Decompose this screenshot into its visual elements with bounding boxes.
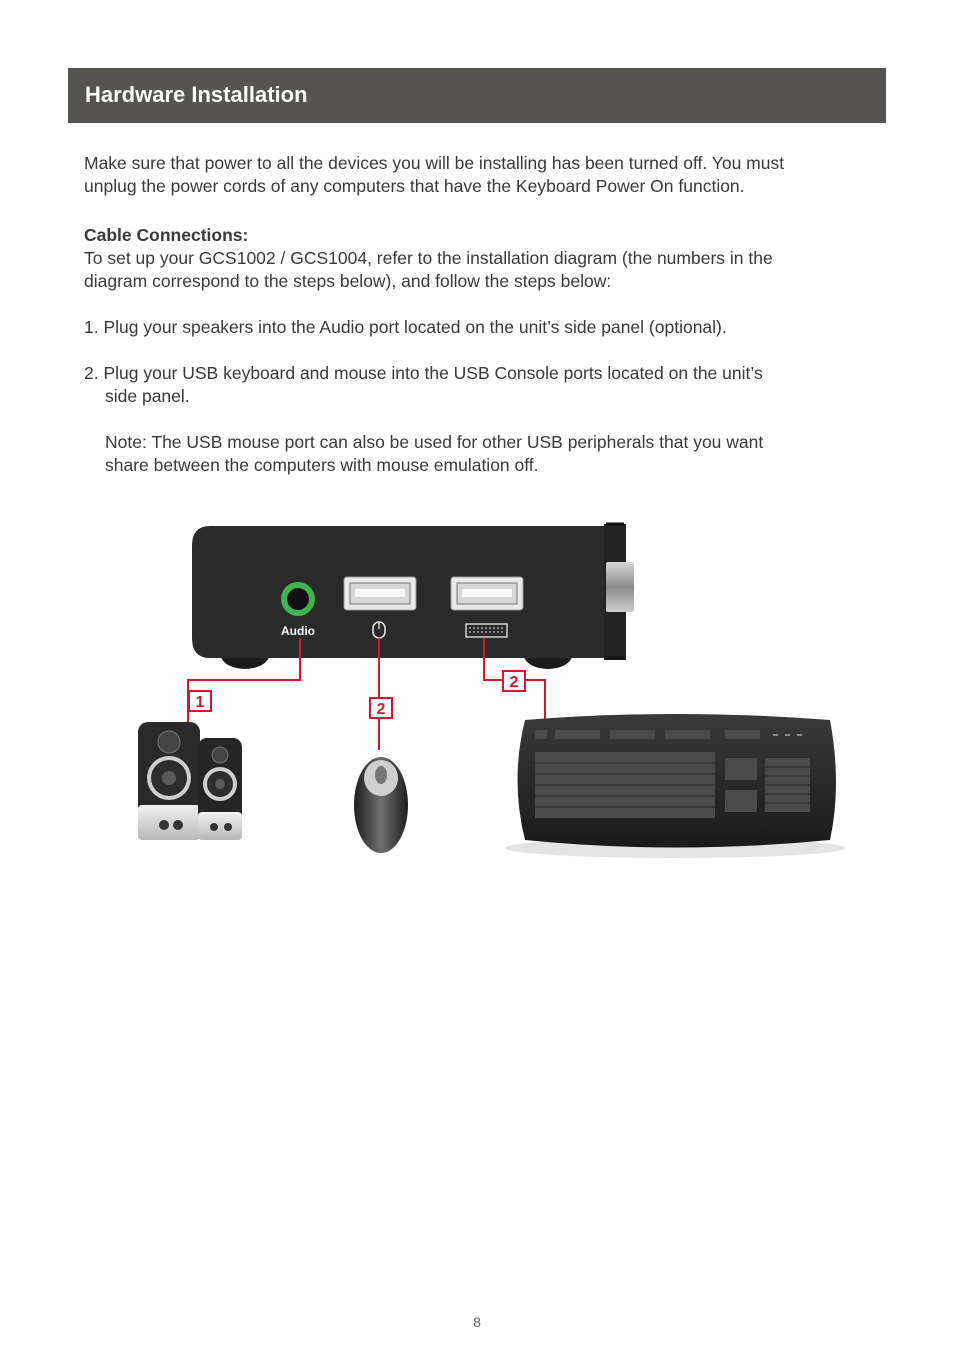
step-2-line-2: side panel. bbox=[105, 386, 190, 406]
speaker-icon bbox=[138, 722, 200, 840]
installation-diagram: Audio 1 2 bbox=[138, 522, 845, 858]
keyboard-port-symbol-icon bbox=[465, 623, 508, 638]
usb-port-icon bbox=[343, 576, 417, 611]
mouse-icon bbox=[354, 757, 408, 853]
svg-text:2: 2 bbox=[377, 701, 386, 718]
keyboard-icon bbox=[505, 714, 845, 858]
step-2-line-1: 2. Plug your USB keyboard and mouse into… bbox=[84, 363, 763, 383]
callout-2-keyboard: 2 bbox=[502, 670, 526, 692]
cable-line-1: To set up your GCS1002 / GCS1004, refer … bbox=[84, 248, 773, 268]
svg-text:2: 2 bbox=[510, 674, 519, 691]
intro-line-2: unplug the power cords of any computers … bbox=[84, 176, 745, 196]
callout-1: 1 bbox=[188, 690, 212, 712]
cable-connections-heading: Cable Connections: bbox=[84, 225, 249, 245]
callout-2-mouse: 2 bbox=[369, 697, 393, 719]
section-header-bar: Hardware Installation bbox=[68, 68, 886, 123]
page-number: 8 bbox=[473, 1314, 481, 1330]
intro-line-1: Make sure that power to all the devices … bbox=[84, 153, 785, 173]
svg-text:1: 1 bbox=[196, 694, 205, 711]
kvm-unit: Audio bbox=[192, 522, 634, 669]
cable-line-2: diagram correspond to the steps below), … bbox=[84, 271, 612, 291]
section-title: Hardware Installation bbox=[85, 82, 308, 107]
note-line-1: Note: The USB mouse port can also be use… bbox=[105, 432, 764, 452]
audio-port-label: Audio bbox=[281, 624, 315, 638]
usb-port-icon bbox=[450, 576, 524, 611]
speaker-icon bbox=[198, 738, 242, 840]
step-1: 1. Plug your speakers into the Audio por… bbox=[84, 317, 727, 337]
note-line-2: share between the computers with mouse e… bbox=[105, 455, 539, 475]
audio-jack-icon bbox=[281, 582, 315, 616]
